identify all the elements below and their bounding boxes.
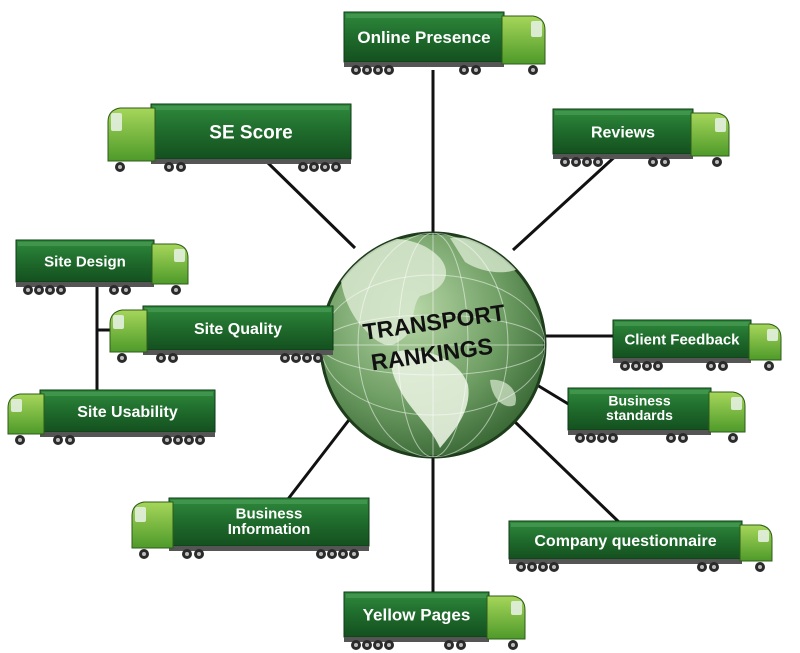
- windshield-site-design: [174, 249, 185, 262]
- windshield-online-presence: [531, 21, 542, 37]
- truck-label-business-standards-line2: standards: [606, 407, 673, 423]
- trailer-online-presence: [343, 11, 505, 63]
- truck-site-design: Site Design: [15, 239, 189, 295]
- windshield-yellow-pages: [511, 601, 522, 615]
- windshield-site-usability: [11, 399, 22, 412]
- truck-label-site-design: Site Design: [44, 253, 126, 270]
- truck-label-site-quality: Site Quality: [194, 321, 282, 338]
- truck-company-questionnaire: Company questionnaire: [508, 520, 773, 572]
- truck-yellow-pages: Yellow Pages: [343, 591, 526, 650]
- globe-grid: [321, 233, 545, 457]
- truck-se-score: SE Score: [107, 103, 352, 172]
- connector-se-score: [263, 158, 357, 250]
- truck-label-online-presence: Online Presence: [357, 28, 490, 47]
- trailer-reviews: [552, 108, 694, 155]
- windshield-reviews: [715, 118, 726, 132]
- connector-business-information: [283, 415, 354, 504]
- trailer-site-design: [15, 239, 155, 283]
- windshield-business-standards: [731, 397, 742, 410]
- truck-label-site-usability: Site Usability: [77, 404, 178, 421]
- truck-label-business-information-line2: Information: [228, 521, 311, 538]
- trailer-site-usability: [39, 389, 216, 433]
- trailer-client-feedback: [612, 319, 752, 359]
- windshield-business-information: [135, 507, 146, 522]
- trailer-site-quality: [142, 305, 334, 351]
- connector-company-questionnaire: [511, 418, 624, 527]
- truck-reviews: Reviews: [552, 108, 730, 167]
- truck-label-company-questionnaire: Company questionnaire: [534, 533, 716, 550]
- truck-label-business-standards-line1: Business: [608, 393, 670, 409]
- truck-client-feedback: Client Feedback: [612, 319, 782, 371]
- truck-site-quality: Site Quality: [109, 305, 334, 363]
- connector-business-standards: [536, 383, 571, 407]
- windshield-company-questionnaire: [758, 530, 769, 542]
- truck-label-reviews: Reviews: [591, 124, 655, 141]
- windshield-se-score: [111, 113, 122, 131]
- truck-label-se-score: SE Score: [209, 122, 292, 143]
- truck-site-usability: Site Usability: [7, 389, 216, 445]
- trailer-business-information: [168, 497, 370, 547]
- windshield-client-feedback: [767, 329, 778, 341]
- trailer-yellow-pages: [343, 591, 490, 638]
- trailer-company-questionnaire: [508, 520, 743, 560]
- connector-reviews: [511, 150, 622, 252]
- windshield-site-quality: [113, 315, 124, 329]
- truck-online-presence: Online Presence: [343, 11, 546, 75]
- globe-hub: TRANSPORT RANKINGS: [319, 231, 547, 459]
- truck-label-yellow-pages: Yellow Pages: [363, 606, 471, 625]
- truck-label-business-information-line1: Business: [236, 505, 303, 522]
- truck-label-client-feedback: Client Feedback: [624, 331, 740, 348]
